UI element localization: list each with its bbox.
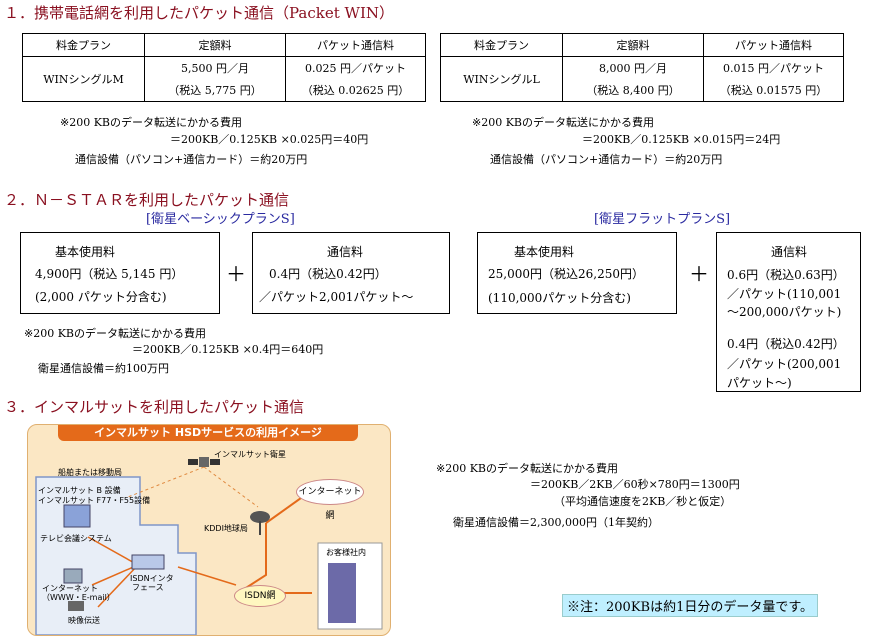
satellite-body	[199, 457, 209, 467]
section1-title: １．携帯電話網を利用したパケット通信（Packet WIN）	[4, 4, 394, 22]
customer-label: お客様社内	[326, 548, 366, 557]
network-diagram	[35, 457, 383, 635]
equipment-icon	[63, 504, 91, 528]
data-volume-notice: ※注：200KBは約1日分のデータ量です。	[562, 594, 819, 617]
note3-line1: ※200 KBのデータ転送にかかる費用	[436, 462, 619, 475]
header-plan: 料金プラン	[22, 33, 145, 57]
note3-line3: （平均通信速度を2KB／秒と仮定）	[554, 495, 732, 508]
flat-comm-range1a: ／パケット(110,001	[727, 287, 842, 301]
note-left-line1: ※200 KBのデータ転送にかかる費用	[60, 116, 243, 129]
basic-usage-box: 基本使用料 4,900円（税込 5,145 円） (2,000 パケット分含む)	[20, 232, 220, 314]
packet-fee: 0.025 円／パケット	[285, 56, 426, 79]
note3-line2: ＝200KB／2KB／60秒×780円＝1300円	[530, 478, 740, 491]
basic-usage-included: (2,000 パケット分含む)	[35, 290, 167, 304]
plan-name: WINシングルL	[440, 56, 563, 102]
isdn-if-label2: フェース	[132, 583, 164, 592]
note-left-line2: ＝200KB／0.125KB ×0.025円＝40円	[170, 133, 369, 146]
header-packet: パケット通信料	[703, 33, 844, 57]
flat-usage-label: 基本使用料	[514, 245, 575, 259]
basic-comm-box: 通信料 0.4円（税込0.42円） ／パケット2,001パケット～	[252, 232, 450, 314]
equip1-label: インマルサット B 設備	[38, 486, 121, 495]
flat-comm-range2b: パケット～)	[727, 376, 792, 390]
flat-comm-price2: 0.4円（税込0.42円）	[727, 337, 845, 351]
internet-sub-label: （WWW・E-mail）	[42, 593, 115, 602]
plan-basic-title: [衛星ベーシックプランS]	[146, 212, 295, 227]
flat-comm-box: 通信料 0.6円（税込0.63円） ／パケット(110,001 ～200,000…	[716, 232, 861, 392]
rate-table-right: 料金プラン 定額料 パケット通信料 WINシングルL 8,000 円／月 0.0…	[440, 33, 844, 102]
satellite-panel-right	[210, 459, 220, 465]
note2-line3: 衛星通信設備＝約100万円	[38, 362, 169, 375]
packet-fee-tax: （税込 0.02625 円）	[285, 79, 426, 102]
plan-flat-title: [衛星フラットプランS]	[594, 212, 731, 227]
plan-name: WINシングルM	[22, 56, 145, 102]
note-right-line1: ※200 KBのデータ転送にかかる費用	[472, 116, 655, 129]
basic-usage-price: 4,900円（税込 5,145 円）	[35, 267, 184, 281]
packet-fee-tax: （税込 0.01575 円）	[703, 79, 844, 102]
note-left-line3: 通信設備（パソコン+通信カード）＝約20万円	[75, 153, 308, 166]
flat-comm-range1b: ～200,000パケット)	[727, 305, 842, 319]
fixed-fee: 8,000 円／月	[562, 56, 704, 79]
equip2-label: インマルサット F77・F55設備	[38, 496, 151, 505]
header-fee: 定額料	[562, 33, 704, 57]
basic-comm-unit: ／パケット2,001パケット～	[259, 290, 414, 304]
section2-title: ２．Ｎ－ＳＴＡＲを利用したパケット通信	[4, 191, 290, 209]
header-packet: パケット通信料	[285, 33, 426, 57]
basic-usage-label: 基本使用料	[55, 245, 116, 259]
ship-label: 船舶または移動局	[58, 468, 122, 477]
fixed-fee: 5,500 円／月	[144, 56, 286, 79]
satellite-panel-left	[188, 459, 198, 465]
isdn-interface-icon	[131, 554, 165, 570]
flat-usage-included: (110,000パケット分含む)	[488, 291, 631, 305]
fixed-fee-tax: （税込 8,400 円）	[562, 79, 704, 102]
note-right-line3: 通信設備（パソコン+通信カード）＝約20万円	[490, 153, 723, 166]
pc-icon	[63, 568, 83, 584]
illustration-heading: インマルサット HSDサービスの利用イメージ	[58, 425, 358, 441]
plus-sign: ＋	[226, 262, 246, 286]
isdn-if-label1: ISDNインタ	[130, 574, 174, 583]
basic-comm-price: 0.4円（税込0.42円）	[269, 267, 387, 281]
dish-antenna	[250, 511, 270, 523]
flat-comm-label: 通信料	[771, 245, 808, 259]
flat-usage-box: 基本使用料 25,000円（税込26,250円） (110,000パケット分含む…	[477, 232, 677, 314]
building-icon	[328, 563, 356, 623]
note3-line4: 衛星通信設備＝2,300,000円（1年契約）	[453, 516, 659, 529]
fixed-fee-tax: （税込 5,775 円）	[144, 79, 286, 102]
note2-line1: ※200 KBのデータ転送にかかる費用	[24, 327, 207, 340]
internet-label: インターネット	[42, 584, 98, 593]
flat-comm-price1: 0.6円（税込0.63円）	[727, 268, 845, 282]
plus-sign: ＋	[689, 262, 709, 286]
rate-table-left: 料金プラン 定額料 パケット通信料 WINシングルM 5,500 円／月 0.0…	[22, 33, 426, 102]
satellite-label: インマルサット衛星	[214, 450, 286, 459]
basic-comm-label: 通信料	[327, 245, 364, 259]
hsd-illustration: インマルサット HSDサービスの利用イメージ インターネット網 ISDN網 イン…	[27, 424, 391, 636]
isdn-cloud: ISDN網	[234, 585, 286, 607]
section3-title: ３．インマルサットを利用したパケット通信	[4, 398, 305, 416]
kddi-label: KDDI地球局	[204, 524, 248, 533]
note2-line2: ＝200KB／0.125KB ×0.4円＝640円	[132, 343, 324, 356]
header-plan: 料金プラン	[440, 33, 563, 57]
header-fee: 定額料	[144, 33, 286, 57]
note-right-line2: ＝200KB／0.125KB ×0.015円＝24円	[582, 133, 781, 146]
flat-comm-range2a: ／パケット(200,001	[727, 357, 842, 371]
flat-usage-price: 25,000円（税込26,250円）	[488, 267, 644, 281]
camera-icon	[68, 601, 84, 611]
internet-cloud: インターネット網	[296, 479, 364, 521]
video-label: 映像伝送	[68, 616, 100, 625]
packet-fee: 0.015 円／パケット	[703, 56, 844, 79]
tv-label: テレビ会議システム	[40, 534, 112, 543]
